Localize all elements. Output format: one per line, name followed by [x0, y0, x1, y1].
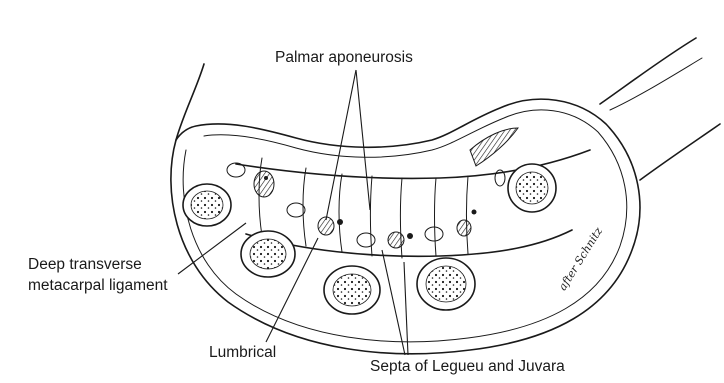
label-lumbrical: Lumbrical: [209, 343, 276, 362]
label-deep-transverse-line2: metacarpal ligament: [28, 276, 168, 295]
label-palmar-aponeurosis: Palmar aponeurosis: [275, 48, 413, 67]
metacarpal-bones: [183, 164, 556, 314]
tendons: [227, 128, 518, 248]
label-deep-transverse-line1: Deep transverse: [28, 255, 142, 274]
forearm-outline: [176, 38, 720, 180]
label-septa: Septa of Legueu and Juvara: [370, 357, 565, 376]
